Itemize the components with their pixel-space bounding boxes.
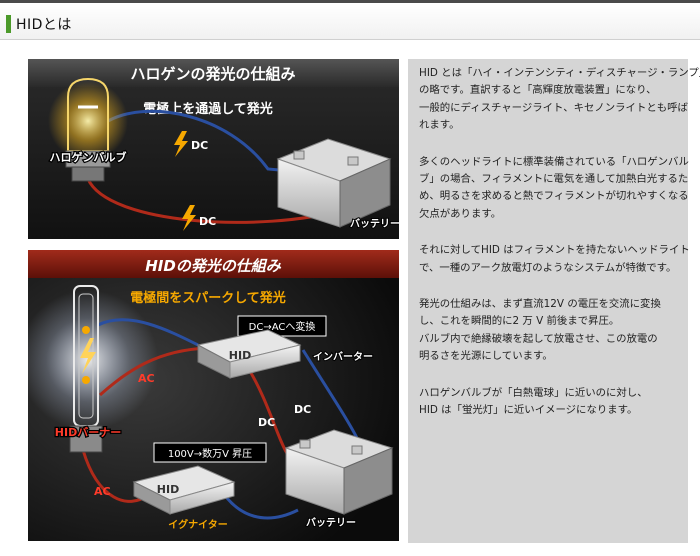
halogen-diagram: ハロゲンの発光の仕組み 電極上を通過して発光 ハロゲンバルブ DC DC バッテ… bbox=[28, 59, 399, 239]
description-paragraph: ハロゲンバルブが「白熱電球」に近いのに対し、 HID は「蛍光灯」に近いイメージ… bbox=[419, 386, 648, 417]
igniter-device-label: HID bbox=[157, 483, 179, 496]
section-header: HIDとは bbox=[0, 0, 700, 40]
hid-diagram: HIDの発光の仕組み 電極間をスパークして発光 HIDバーナー DC→ACへ変換 bbox=[28, 250, 399, 541]
igniter-device bbox=[132, 465, 236, 515]
inverter-label: インバーター bbox=[313, 351, 373, 363]
halogen-bulb-label: ハロゲンバルブ bbox=[50, 150, 127, 164]
inverter-device-label: HID bbox=[229, 349, 251, 362]
hid-burner bbox=[69, 285, 103, 453]
description-paragraph: 発光の仕組みは、まず直流12V の電圧を交流に変換 し、これを瞬間的に2 万 V… bbox=[419, 298, 661, 363]
spark-icon bbox=[80, 338, 96, 374]
battery-label: バッテリー bbox=[350, 218, 399, 230]
description-paragraph: HID とは「ハイ・インテンシティ・ディスチャージ・ランプ」 の略です。直訳する… bbox=[419, 67, 700, 132]
dc-label-2: DC bbox=[294, 403, 311, 416]
battery-label: バッテリー bbox=[306, 517, 356, 529]
dc-label-bottom: DC bbox=[199, 215, 216, 228]
igniter-callout-text: 100V→数万V 昇圧 bbox=[168, 447, 252, 460]
inverter-callout-text: DC→ACへ変換 bbox=[249, 320, 316, 333]
hid-title: HIDの発光の仕組み bbox=[145, 257, 282, 275]
ac-label-2: AC bbox=[94, 485, 111, 498]
lightning-icon bbox=[174, 131, 188, 157]
igniter-callout bbox=[153, 442, 267, 463]
hid-burner-label: HIDバーナー bbox=[55, 426, 121, 439]
description-box: HID とは「ハイ・インテンシティ・ディスチャージ・ランプ」 の略です。直訳する… bbox=[408, 59, 700, 543]
description-paragraph: それに対してHID はフィラメントを持たないヘッドライト で、一種のアーク放電灯… bbox=[419, 244, 690, 274]
halogen-subtitle: 電極上を通過して発光 bbox=[143, 101, 273, 117]
halogen-title: ハロゲンの発光の仕組み bbox=[130, 65, 295, 83]
hid-subtitle: 電極間をスパークして発光 bbox=[130, 290, 286, 306]
description-paragraph: 多くのヘッドライトに標準装備されている「ハロゲンバル ブ」の場合、フィラメントに… bbox=[419, 155, 689, 220]
header-accent-bar bbox=[6, 15, 11, 33]
igniter-label: イグナイター bbox=[168, 518, 227, 531]
halogen-bulb bbox=[48, 77, 128, 182]
lightning-icon bbox=[182, 205, 196, 231]
wire-ac-2 bbox=[97, 318, 199, 347]
inverter-callout bbox=[237, 315, 327, 337]
wire-ac-1 bbox=[99, 346, 209, 397]
section-title: HIDとは bbox=[16, 17, 72, 33]
battery-icon bbox=[284, 429, 394, 515]
inverter-device bbox=[196, 329, 302, 379]
battery-icon bbox=[276, 138, 392, 228]
wire-dc-2 bbox=[301, 349, 360, 441]
wire-dc-1 bbox=[246, 367, 290, 456]
ac-label-1: AC bbox=[138, 372, 155, 385]
dc-label-1: DC bbox=[258, 416, 275, 429]
dc-label-top: DC bbox=[191, 139, 208, 152]
